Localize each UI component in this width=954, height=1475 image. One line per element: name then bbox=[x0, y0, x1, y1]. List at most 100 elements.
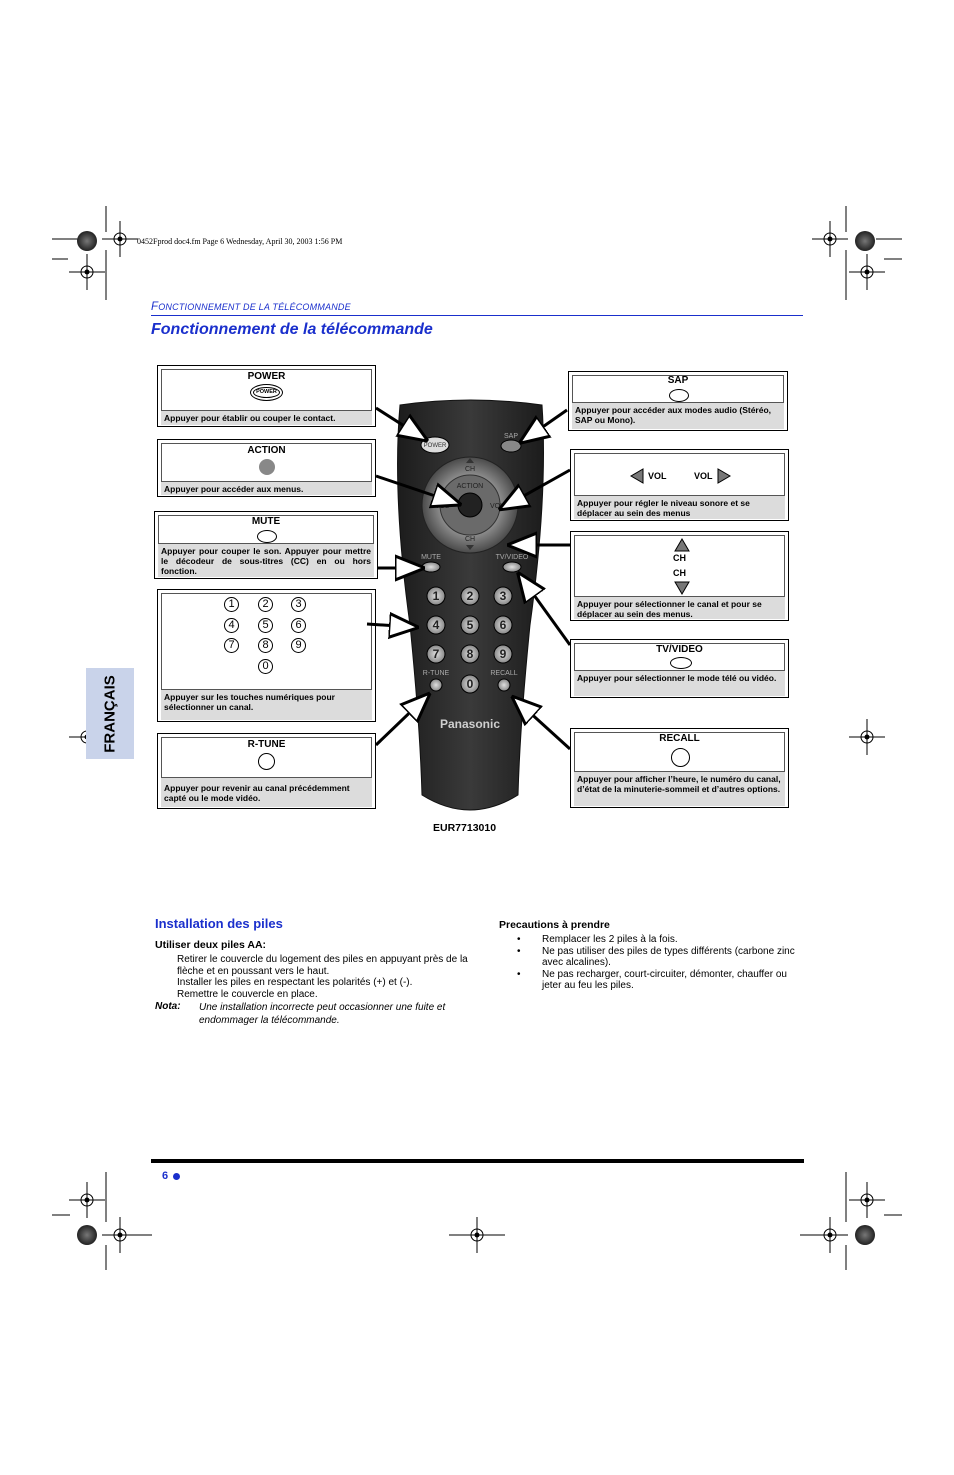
action-callout-title: ACTION bbox=[247, 445, 286, 456]
remote-key-6: 6 bbox=[500, 618, 507, 632]
num-key-3: 3 bbox=[291, 597, 306, 612]
sap-button-icon bbox=[669, 389, 689, 402]
numbers-callout-desc: Appuyer sur les touches numériques pour … bbox=[161, 689, 372, 720]
remote-key-5: 5 bbox=[467, 618, 474, 632]
mute-button-icon bbox=[257, 530, 277, 543]
list-item: Ne pas recharger, court-circuiter, démon… bbox=[517, 969, 799, 992]
sap-callout-desc: Appuyer pour accéder aux modes audio (St… bbox=[572, 402, 784, 429]
remote-ch-up-label: CH bbox=[465, 466, 475, 473]
recall-callout-title: RECALL bbox=[659, 733, 700, 744]
action-callout: ACTION Appuyer pour accéder aux menus. bbox=[157, 439, 376, 497]
sap-callout: SAP Appuyer pour accéder aux modes audio… bbox=[568, 371, 788, 431]
mute-callout-desc: Appuyer pour couper le son. Appuyer pour… bbox=[158, 543, 374, 577]
tvvideo-callout: TV/VIDEO Appuyer pour sélectionner le mo… bbox=[570, 639, 789, 698]
installation-subheading: Utiliser deux piles AA: bbox=[155, 939, 267, 951]
installation-body: Retirer le couvercle du logement des pil… bbox=[177, 954, 472, 1000]
installation-line: Installer les piles en respectant les po… bbox=[177, 977, 413, 988]
page-number: 6 bbox=[162, 1170, 181, 1182]
section-header-rest: onctionnement de la télécommande bbox=[158, 302, 351, 312]
num-key-8: 8 bbox=[258, 638, 273, 653]
power-button-icon-label: POWER bbox=[253, 387, 280, 398]
remote-key-9: 9 bbox=[500, 647, 507, 661]
remote-mute-label: MUTE bbox=[421, 554, 441, 561]
num-key-6: 6 bbox=[291, 618, 306, 633]
tvvideo-button-icon bbox=[670, 657, 692, 669]
sap-remote-button bbox=[500, 439, 522, 453]
note-label: Nota: bbox=[155, 1001, 181, 1012]
remote-brand-logo: Panasonic bbox=[440, 717, 500, 731]
action-remote-button bbox=[457, 492, 483, 518]
remote-key-0: 0 bbox=[467, 677, 474, 691]
remote-key-7: 7 bbox=[433, 647, 440, 661]
power-button-icon: POWER bbox=[250, 384, 283, 401]
power-callout: POWER POWER Appuyer pour établir ou coup… bbox=[157, 365, 376, 427]
action-callout-desc: Appuyer pour accéder aux menus. bbox=[161, 481, 372, 495]
footer-rule bbox=[151, 1159, 804, 1163]
num-key-5: 5 bbox=[258, 618, 273, 633]
num-key-7: 7 bbox=[224, 638, 239, 653]
power-callout-desc: Appuyer pour établir ou couper le contac… bbox=[161, 410, 372, 425]
ch-callout: CH CH Appuyer pour sélectionner le canal… bbox=[570, 531, 789, 621]
remote-action-label: ACTION bbox=[457, 483, 483, 490]
recall-remote-button bbox=[497, 678, 511, 692]
remote-sap-label: SAP bbox=[504, 433, 518, 440]
language-tab-label: FRANÇAIS bbox=[101, 674, 119, 753]
installation-line: Retirer le couvercle du logement des pil… bbox=[177, 954, 468, 977]
rtune-callout-desc: Appuyer pour revenir au canal précédemme… bbox=[161, 777, 372, 807]
power-callout-title: POWER bbox=[247, 371, 286, 382]
remote-ch-down-label: CH bbox=[465, 536, 475, 543]
recall-callout-desc: Appuyer pour afficher l’heure, le numéro… bbox=[574, 771, 785, 806]
num-key-4: 4 bbox=[224, 618, 239, 633]
vol-right-label: VOL bbox=[694, 471, 713, 481]
remote-tvvideo-label: TV/VIDEO bbox=[496, 554, 529, 561]
language-tab: FRANÇAIS bbox=[86, 668, 134, 759]
ch-down-arrow-icon bbox=[674, 581, 690, 595]
vol-left-label: VOL bbox=[648, 471, 667, 481]
num-key-0: 0 bbox=[258, 659, 273, 674]
ch-up-label: CH bbox=[673, 553, 686, 563]
page-number-value: 6 bbox=[162, 1170, 169, 1182]
remote-power-label: POWER bbox=[424, 443, 447, 449]
remote-key-8: 8 bbox=[467, 647, 474, 661]
action-button-icon bbox=[259, 459, 275, 475]
vol-left-arrow-icon bbox=[630, 468, 644, 484]
num-key-9: 9 bbox=[291, 638, 306, 653]
installation-line: Remettre le couvercle en place. bbox=[177, 988, 318, 1000]
list-item: Remplacer les 2 piles à la fois. bbox=[517, 934, 799, 946]
rtune-button-icon bbox=[258, 753, 275, 770]
page-title: Fonctionnement de la télécommande bbox=[151, 321, 433, 338]
rtune-remote-button bbox=[429, 678, 443, 692]
numbers-callout: 1 2 3 4 5 6 7 8 9 0 Appuyer sur les touc… bbox=[157, 589, 376, 722]
remote-vol-right-label: VOL bbox=[490, 503, 504, 510]
mute-remote-button bbox=[421, 561, 441, 573]
ch-up-arrow-icon bbox=[674, 538, 690, 552]
num-key-1: 1 bbox=[224, 597, 239, 612]
vol-right-arrow-icon bbox=[717, 468, 731, 484]
tvvideo-callout-title: TV/VIDEO bbox=[656, 644, 703, 655]
precautions-list: Remplacer les 2 piles à la fois. Ne pas … bbox=[517, 934, 799, 992]
remote-key-4: 4 bbox=[433, 618, 440, 632]
remote-rtune-label: R-TUNE bbox=[423, 670, 450, 677]
section-header-initial: F bbox=[151, 301, 159, 313]
note-text: Une installation incorrecte peut occasio… bbox=[199, 1002, 446, 1026]
recall-callout: RECALL Appuyer pour afficher l’heure, le… bbox=[570, 728, 789, 808]
installation-heading: Installation des piles bbox=[155, 916, 283, 931]
model-number: EUR7713010 bbox=[433, 822, 497, 834]
recall-button-icon bbox=[671, 748, 690, 767]
tvvideo-remote-button bbox=[502, 561, 522, 573]
vol-callout: VOL VOL Appuyer pour régler le niveau so… bbox=[570, 449, 789, 521]
list-item: Ne pas utiliser des piles de types diffé… bbox=[517, 946, 799, 969]
tvvideo-callout-desc: Appuyer pour sélectionner le mode télé o… bbox=[574, 670, 785, 696]
section-header: Fonctionnement de la télécommande bbox=[151, 301, 803, 316]
vol-callout-desc: Appuyer pour régler le niveau sonore et … bbox=[574, 495, 785, 519]
num-key-2: 2 bbox=[258, 597, 273, 612]
mute-callout: MUTE Appuyer pour couper le son. Appuyer… bbox=[154, 511, 378, 579]
remote-key-1: 1 bbox=[433, 589, 440, 603]
rtune-callout-title: R-TUNE bbox=[247, 739, 286, 750]
remote-vol-left-label: VOL bbox=[435, 503, 449, 510]
remote-control-image: POWER SAP CH CH VOL VOL ACTION MUTE TV/V… bbox=[397, 399, 544, 811]
remote-key-3: 3 bbox=[500, 589, 507, 603]
precautions-heading: Precautions à prendre bbox=[499, 919, 610, 931]
remote-key-2: 2 bbox=[467, 589, 474, 603]
rtune-callout: R-TUNE Appuyer pour revenir au canal pré… bbox=[157, 733, 376, 809]
